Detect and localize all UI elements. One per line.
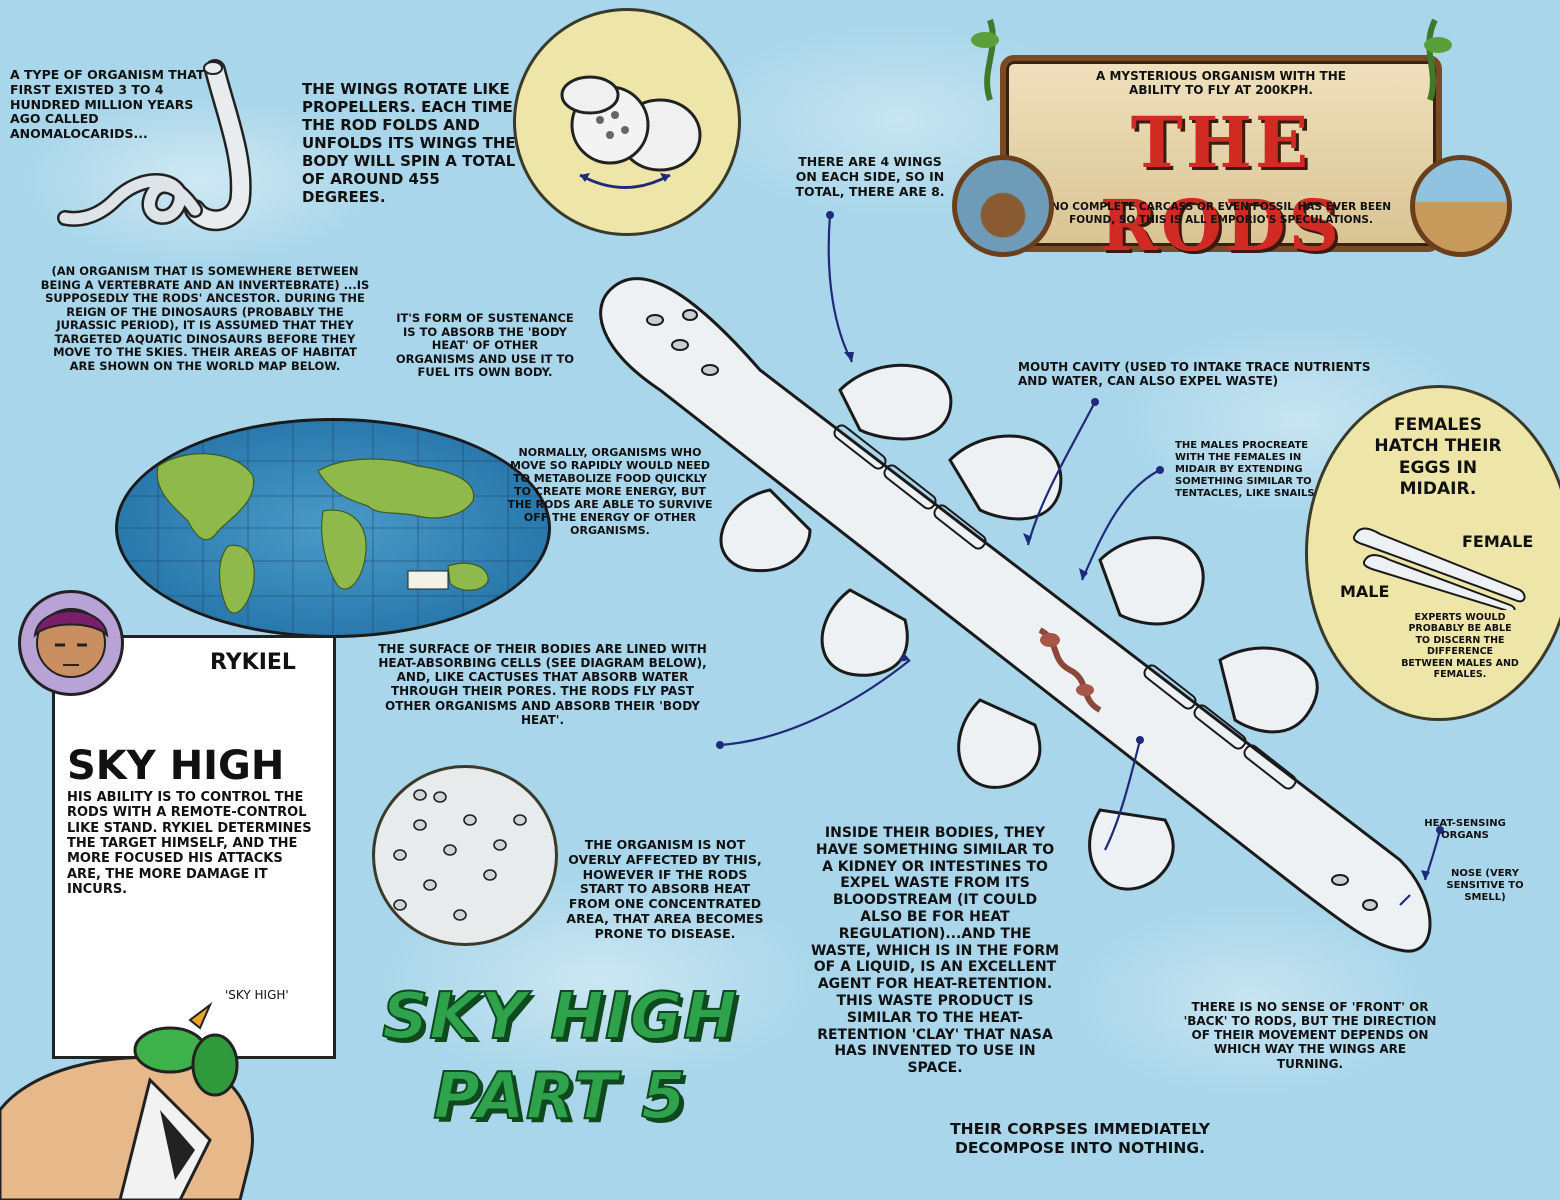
no-front-note: There is no sense of 'front' or 'back' t… <box>1183 1000 1437 1071</box>
not-affected-note: The organism is not overly affected by t… <box>566 837 764 941</box>
title-text: THE RODS <box>1099 101 1343 267</box>
four-wings-note: There are 4 wings on each side, so in to… <box>795 154 945 199</box>
rykiel-face <box>33 608 109 678</box>
females-heading: Females hatch their eggs in midair. <box>1374 415 1502 499</box>
world-map <box>115 418 551 638</box>
title-disclaimer: No complete carcass or even fossil has e… <box>1050 201 1392 226</box>
chapter-title-line1: SKY HIGH <box>381 979 738 1055</box>
world-map-continents <box>118 421 548 635</box>
metabolize-note: Normally, organisms who move so rapidly … <box>507 446 713 537</box>
heat-sensing-note: Heat-sensing organs <box>1424 818 1506 841</box>
mouth-cavity-note: Mouth cavity (used to intake trace nutri… <box>1018 360 1371 389</box>
rotating-rod-illustration <box>560 75 702 189</box>
females-disc <box>1305 385 1560 721</box>
heat-cells-illustration <box>393 789 527 921</box>
desert-medallion <box>1410 155 1512 257</box>
wings-rotate-note: The wings rotate like propellers. Each t… <box>302 80 516 206</box>
character-card: RYKIEL SKY HIGH His ability is to contro… <box>52 635 336 1059</box>
title-signboard: A mysterious organism with the ability t… <box>1000 55 1442 267</box>
anomalocarids-note: A type of organism that first existed 3 … <box>10 67 205 141</box>
female-label: FEMALE <box>1462 532 1534 551</box>
mating-rods-illustration <box>1352 527 1526 610</box>
experts-note: Experts would probably be able to discer… <box>1401 612 1519 680</box>
rykiel-portrait <box>18 590 124 696</box>
stand-ability: His ability is to control the Rods with … <box>67 790 312 897</box>
sky-high-stand-illustration <box>0 1001 254 1200</box>
anomalocarid-illustration <box>57 59 252 232</box>
stand-caption: 'SKY HIGH' <box>225 988 289 1002</box>
corpses-note: Their corpses immediately decompose into… <box>950 1120 1210 1157</box>
males-procreate-note: The males procreate with the females in … <box>1175 440 1319 499</box>
male-label: MALE <box>1340 582 1390 601</box>
surface-cells-note: The surface of their bodies are lined wi… <box>378 642 707 727</box>
inside-bodies-note: Inside their bodies, they have something… <box>810 825 1060 1077</box>
vine-decoration <box>971 18 1452 101</box>
stand-name: SKY HIGH <box>67 743 285 789</box>
character-name: RYKIEL <box>210 650 296 675</box>
deer-medallion <box>952 155 1054 257</box>
ancestor-note: (An organism that is somewhere between b… <box>40 264 370 373</box>
chapter-title-line2: PART 5 <box>432 1059 687 1135</box>
nose-note: Nose (very sensitive to smell) <box>1446 868 1524 903</box>
rod-creature-illustration <box>599 277 1432 953</box>
sustenance-note: It's form of sustenance is to absorb the… <box>395 311 575 380</box>
title-subtitle: A mysterious organism with the ability t… <box>1096 69 1346 98</box>
